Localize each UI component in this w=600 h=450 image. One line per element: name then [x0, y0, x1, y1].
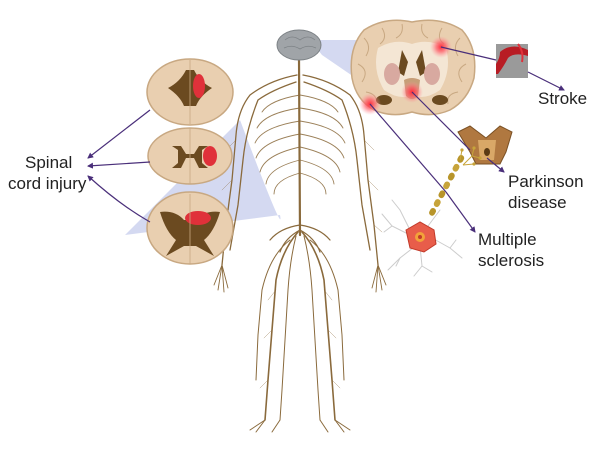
spinal-section-cervical	[146, 58, 234, 126]
brain-coronal-section	[350, 19, 476, 116]
spinal-label-line1: Spinal	[25, 153, 73, 172]
parkinson-label-line1: Parkinson	[508, 172, 584, 191]
neuron-ms-icon	[381, 146, 482, 277]
human-body-nerves	[213, 56, 387, 433]
parkinson-label-line2: disease	[508, 193, 567, 212]
stroke-vessel-icon	[496, 43, 528, 78]
head-brain-icon	[276, 29, 322, 61]
pointer-lines	[87, 46, 565, 233]
ms-label-line1: Multiple	[478, 230, 537, 249]
ms-label-line2: sclerosis	[478, 251, 545, 270]
spinal-label-line2: cord injury	[8, 174, 87, 193]
parkinson-midbrain-icon	[457, 125, 513, 165]
spinal-section-thoracic	[147, 127, 233, 185]
spinal-section-lumbar	[146, 191, 234, 265]
stroke-label: Stroke	[538, 89, 588, 108]
